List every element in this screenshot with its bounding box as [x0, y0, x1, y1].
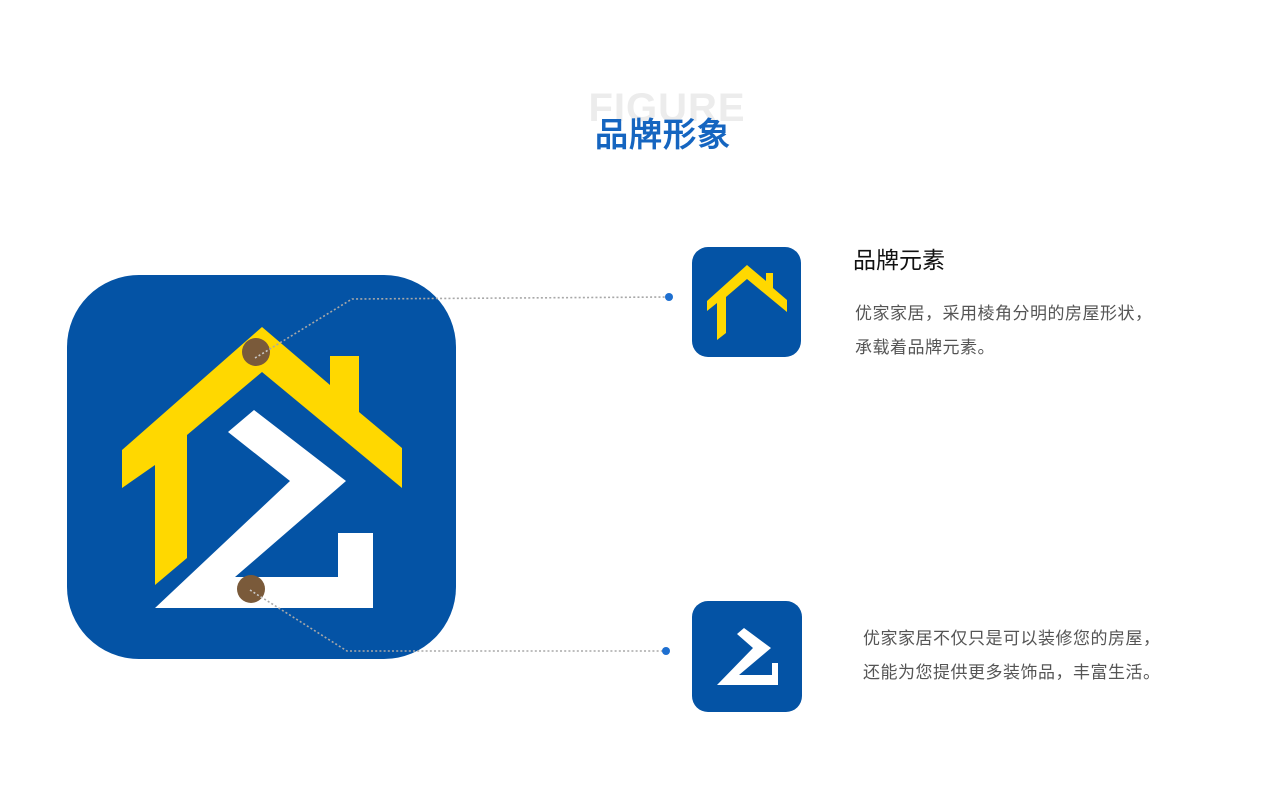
- description-line: 优家家居不仅只是可以装修您的房屋，: [863, 629, 1161, 649]
- house-roof-icon: [122, 327, 402, 585]
- endpoint-dot-top: [665, 293, 673, 301]
- element-icon-z: [692, 601, 802, 712]
- element-description-1: 优家家居，采用棱角分明的房屋形状， 承载着品牌元素。: [855, 297, 1153, 365]
- z-marker: [237, 575, 265, 603]
- leader-line-top: [254, 296, 670, 359]
- leader-line-bottom: [249, 589, 666, 652]
- element-heading: 品牌元素: [853, 248, 945, 274]
- element-icon-house: [692, 247, 801, 357]
- description-line: 优家家居，采用棱角分明的房屋形状，: [855, 304, 1153, 324]
- page-title: 品牌形象: [595, 115, 731, 154]
- main-logo: [67, 275, 456, 659]
- roof-marker: [242, 338, 270, 366]
- element-description-2: 优家家居不仅只是可以装修您的房屋， 还能为您提供更多装饰品，丰富生活。: [863, 622, 1161, 690]
- z-letter-icon: [717, 628, 778, 685]
- description-line: 承载着品牌元素。: [855, 338, 995, 358]
- house-roof-icon: [707, 265, 787, 340]
- endpoint-dot-bottom: [662, 647, 670, 655]
- z-letter-icon: [155, 410, 373, 608]
- description-line: 还能为您提供更多装饰品，丰富生活。: [863, 663, 1161, 683]
- figure-watermark: FIGURE: [588, 86, 746, 130]
